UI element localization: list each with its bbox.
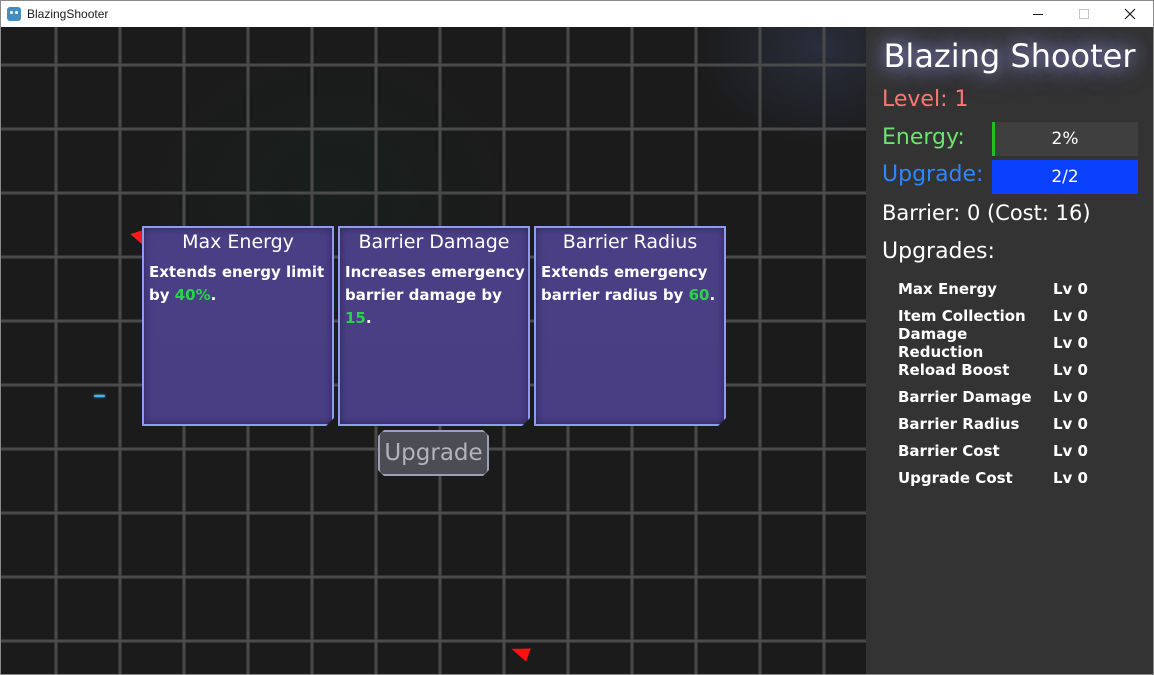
card-title: Barrier Radius (562, 231, 698, 253)
card-title: Max Energy (182, 231, 294, 253)
energy-label: Energy: (882, 125, 965, 150)
upgrades-list: Max Energy Lv 0 Item Collection Lv 0 Damag… (898, 275, 1138, 491)
list-item: Damage Reduction Lv 0 (898, 325, 1138, 361)
upgrade-name: Reload Boost (898, 360, 1010, 379)
upgrade-name: Barrier Damage (898, 387, 1032, 406)
barrier-label: Barrier: 0 (Cost: 16) (882, 201, 1091, 225)
list-item: Barrier Cost Lv 0 (898, 437, 1138, 464)
card-description: Increases emergency barrier damage by 15… (345, 263, 525, 327)
game-title: Blazing Shooter (883, 37, 1136, 75)
upgrade-name: Damage Reduction (898, 324, 984, 361)
upgrade-level: Lv 0 (1053, 333, 1088, 352)
upgrade-card-barrier-damage[interactable]: Barrier Damage Increases emergency barri… (338, 226, 530, 426)
upgrade-level: Lv 0 (1053, 387, 1088, 406)
upgrade-name: Barrier Cost (898, 441, 1000, 460)
minimize-button[interactable] (1015, 1, 1061, 27)
maximize-icon (1079, 9, 1089, 19)
energy-value: 2% (1051, 129, 1079, 149)
upgrade-level: Lv 0 (1053, 360, 1088, 379)
card-value: 40% (174, 286, 211, 304)
upgrade-level: Lv 0 (1053, 414, 1088, 433)
game-viewport[interactable]: Max Energy Extends energy limit by 40%. … (1, 27, 866, 674)
list-item: Barrier Radius Lv 0 (898, 410, 1138, 437)
card-description: Extends energy limit by 40%. (149, 263, 325, 304)
upgrades-heading: Upgrades: (882, 239, 995, 264)
card-title: Barrier Damage (358, 231, 510, 253)
list-item: Upgrade Cost Lv 0 (898, 464, 1138, 491)
player-shot (94, 395, 105, 397)
upgrade-level: Lv 0 (1053, 468, 1088, 487)
maximize-button[interactable] (1061, 1, 1107, 27)
upgrade-label: Upgrade: (882, 162, 984, 187)
upgrade-value: 2/2 (1051, 167, 1079, 187)
stats-panel: Blazing Shooter Level: 1 Energy: 2% Upgr… (866, 27, 1153, 674)
godot-app-icon (7, 7, 21, 21)
card-value: 60 (688, 286, 710, 304)
energy-bar-fill (992, 122, 995, 156)
upgrade-name: Barrier Radius (898, 414, 1020, 433)
title-bar[interactable]: BlazingShooter (1, 1, 1153, 27)
upgrade-name: Upgrade Cost (898, 468, 1013, 487)
upgrade-card-max-energy[interactable]: Max Energy Extends energy limit by 40%. (142, 226, 334, 426)
list-item: Item Collection Lv 0 (898, 302, 1138, 329)
close-icon (1124, 8, 1136, 20)
upgrade-level: Lv 0 (1053, 279, 1088, 298)
list-item: Barrier Damage Lv 0 (898, 383, 1138, 410)
energy-bar: 2% (992, 122, 1138, 156)
window-title: BlazingShooter (27, 7, 109, 21)
card-description: Extends emergency barrier radius by 60. (541, 263, 716, 304)
upgrade-name: Max Energy (898, 279, 997, 298)
close-button[interactable] (1107, 1, 1153, 27)
list-item: Max Energy Lv 0 (898, 275, 1138, 302)
upgrade-bar: 2/2 (992, 160, 1138, 194)
list-item: Reload Boost Lv 0 (898, 356, 1138, 383)
upgrade-level: Lv 0 (1053, 441, 1088, 460)
minimize-icon (1033, 13, 1043, 15)
upgrade-button[interactable]: Upgrade (378, 430, 489, 476)
card-value: 15 (345, 309, 366, 327)
upgrade-card-barrier-radius[interactable]: Barrier Radius Extends emergency barrier… (534, 226, 726, 426)
upgrade-name: Item Collection (898, 306, 1026, 325)
level-label: Level: 1 (882, 87, 969, 112)
upgrade-level: Lv 0 (1053, 306, 1088, 325)
